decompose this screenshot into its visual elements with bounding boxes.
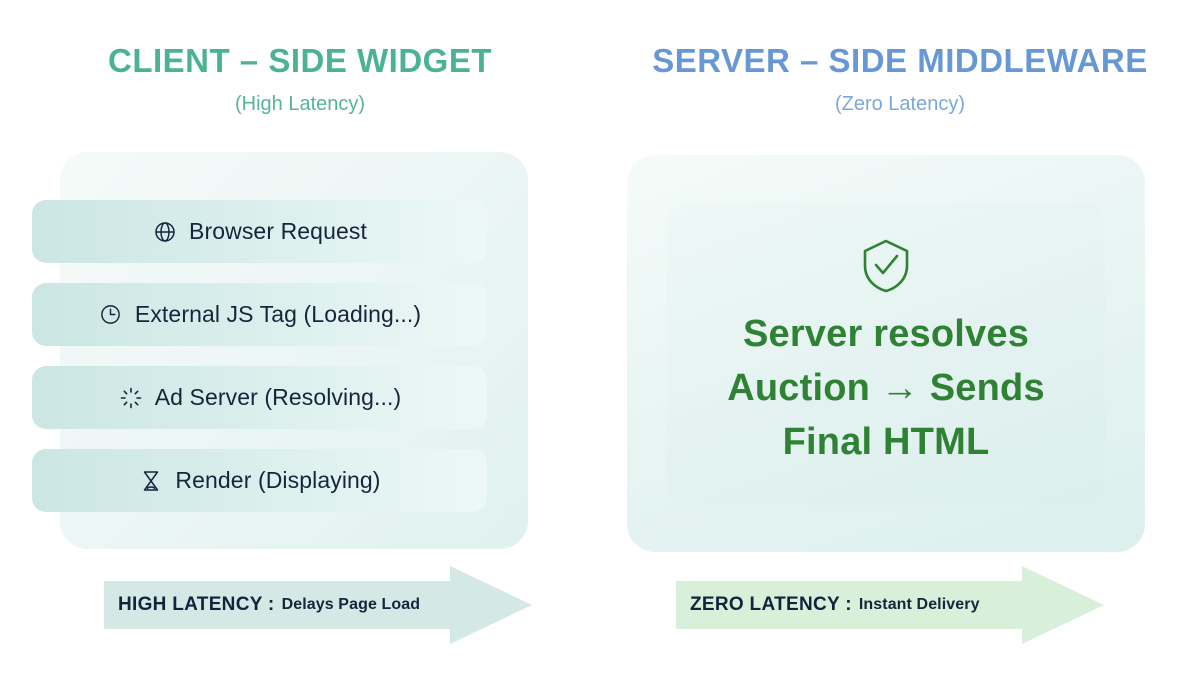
server-panel-subtitle: (Zero Latency) (834, 93, 966, 115)
client-steps-list: Browser Request External JS Tag (Loading… (32, 200, 487, 512)
banner-strong-label: ZERO LATENCY : (690, 594, 852, 615)
list-item-label: External JS Tag (Loading...) (134, 301, 422, 327)
hourglass-icon (138, 468, 164, 494)
list-item-label: Browser Request (189, 218, 367, 244)
client-panel-title: CLIENT – SIDE WIDGET (107, 42, 493, 79)
banner-soft-label: Instant Delivery (858, 596, 980, 613)
server-side-panel: SERVER – SIDE MIDDLEWARE (Zero Latency) (600, 0, 1200, 685)
banner-strong-label: HIGH LATENCY : (118, 594, 275, 615)
spinner-icon (118, 385, 144, 411)
list-item[interactable]: Ad Server (Resolving...) (32, 366, 487, 429)
server-inner-card: Server resolves Auction → Sends Final HT… (667, 203, 1105, 505)
server-message-line: Auction → Sends (727, 367, 1045, 410)
list-item[interactable]: Browser Request (32, 200, 487, 263)
shield-check-icon (860, 238, 912, 294)
list-item-label: Ad Server (Resolving...) (154, 384, 402, 410)
high-latency-banner: HIGH LATENCY : Delays Page Load (104, 566, 532, 644)
client-side-panel: CLIENT – SIDE WIDGET (High Latency) Brow… (32, 42, 532, 644)
server-panel-title: SERVER – SIDE MIDDLEWARE (652, 42, 1148, 79)
server-message-line: Server resolves (742, 313, 1030, 356)
client-panel-subtitle: (High Latency) (234, 93, 366, 115)
list-item-label: Render (Displaying) (175, 467, 381, 493)
list-item[interactable]: External JS Tag (Loading...) (32, 283, 487, 346)
server-outer-card: Server resolves Auction → Sends Final HT… (627, 155, 1145, 552)
clock-icon (98, 302, 124, 328)
globe-icon (152, 219, 178, 245)
list-item[interactable]: Render (Displaying) (32, 449, 487, 512)
banner-soft-label: Delays Page Load (281, 596, 421, 613)
server-message-line: Final HTML (782, 420, 990, 463)
server-message: Server resolves Auction → Sends Final HT… (727, 308, 1045, 470)
zero-latency-banner: ZERO LATENCY : Instant Delivery (676, 566, 1104, 644)
